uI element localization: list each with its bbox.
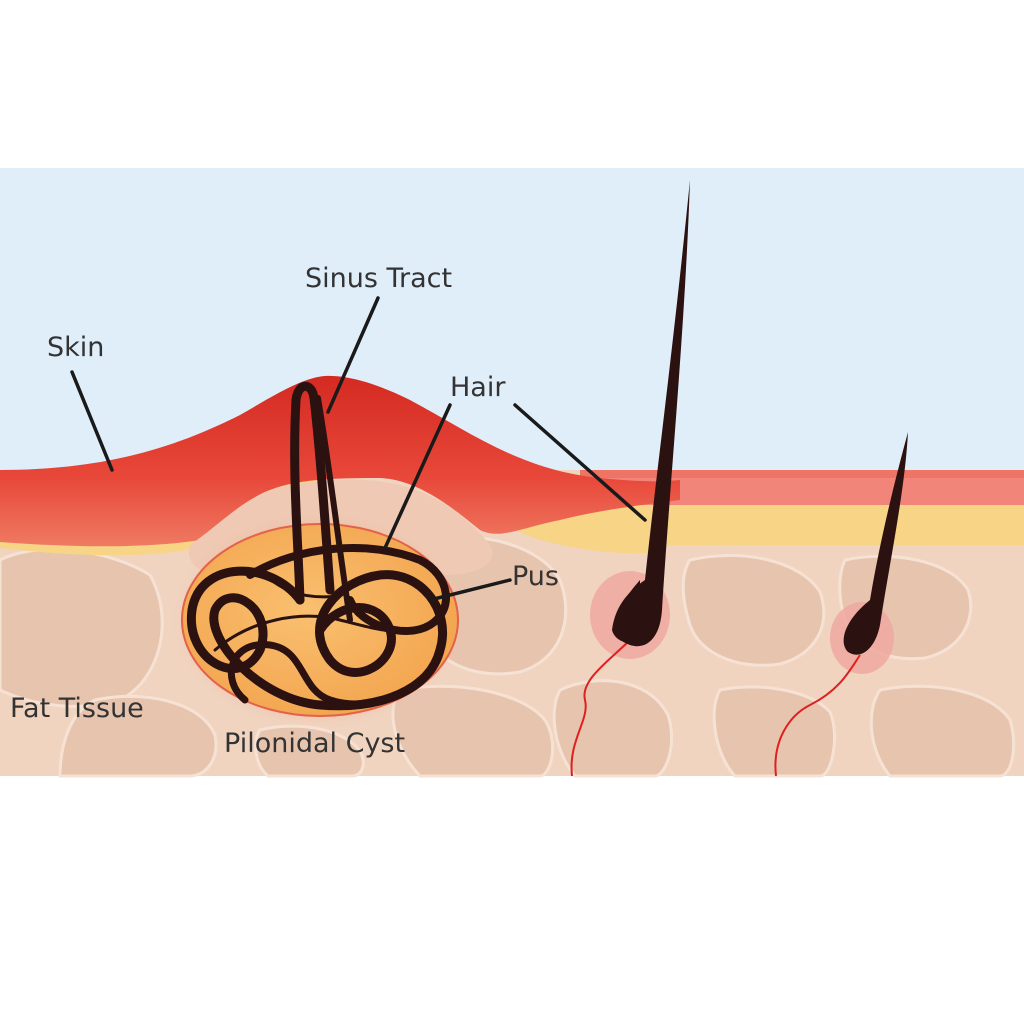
skin-bump [0,375,680,547]
label-pus: Pus [512,561,559,592]
leader-hair-cyst [383,403,452,550]
sky-area [0,168,1024,488]
leader-skin [70,370,114,472]
leader-sinus-tract [326,296,380,414]
sinus-tract-hair [290,381,335,605]
leader-pus [428,578,512,602]
leader-hair-follicle [513,403,647,522]
hair-follicle-2 [774,432,908,777]
label-pilonidal-cyst: Pilonidal Cyst [224,728,405,759]
epidermis-top-edge [580,470,1024,478]
epidermis-right [580,470,1024,505]
label-sinus-tract: Sinus Tract [305,263,452,294]
hair-follicle-1 [570,180,690,777]
tangled-hair [186,544,450,711]
label-fat-tissue: Fat Tissue [10,693,144,724]
label-skin: Skin [47,332,104,363]
label-hair: Hair [450,372,506,403]
leader-lines [70,296,647,602]
